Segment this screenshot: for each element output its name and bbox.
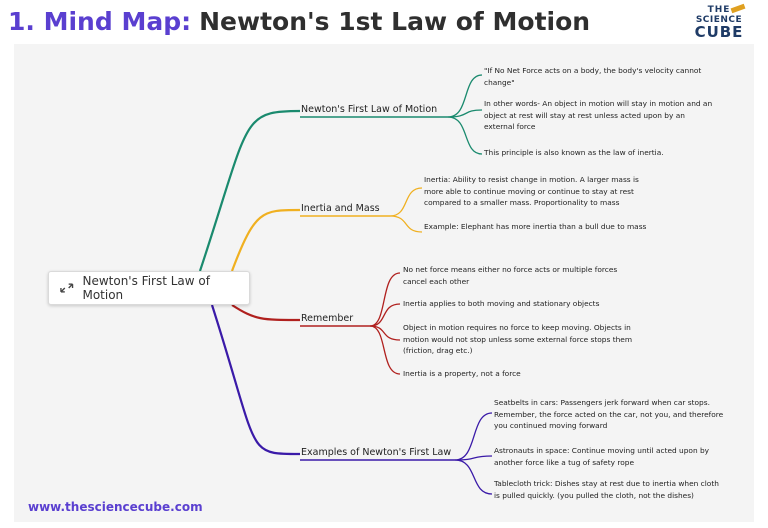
- link-b3-leaf-3: [369, 325, 401, 341]
- page-header: 1. Mind Map: Newton's 1st Law of Motion: [8, 4, 590, 38]
- leaf-b3-2: Inertia applies to both moving and stati…: [403, 299, 600, 308]
- link-b2-leaf-2: [389, 215, 423, 233]
- link-b3-leaf-2: [369, 303, 401, 327]
- link-b4-leaf-1: [454, 412, 493, 461]
- leaf-b3-3: Object in motion requires no force to ke…: [403, 323, 633, 355]
- link-b3-leaf-1: [369, 272, 401, 327]
- science-cube-logo: THE SCIENCE CUBE: [690, 3, 748, 41]
- link-b1-leaf-3: [447, 116, 483, 155]
- link-b1-leaf-2: [447, 109, 483, 118]
- link-root-branch-2: [230, 208, 301, 272]
- branch-remember[interactable]: Remember: [301, 313, 354, 324]
- header-prefix: 1. Mind Map:: [8, 6, 192, 36]
- branch-examples[interactable]: Examples of Newton's First Law: [301, 447, 452, 458]
- website-link[interactable]: www.thesciencecube.com: [28, 500, 203, 514]
- leaf-b1-2: In other words- An object in motion will…: [484, 99, 713, 131]
- logo-line-the: THE: [707, 5, 731, 15]
- root-node[interactable]: Newton's First Law of Motion: [48, 271, 250, 305]
- page-title: Newton's 1st Law of Motion: [199, 6, 591, 36]
- leaf-b1-1: "If No Net Force acts on a body, the bod…: [484, 66, 702, 87]
- leaf-b2-2: Example: Elephant has more inertia than …: [424, 222, 647, 231]
- leaf-b4-1: Seatbelts in cars: Passengers jerk forwa…: [494, 398, 724, 430]
- leaf-b2-1: Inertia: Ability to resist change in mot…: [424, 175, 639, 207]
- leaf-b4-2: Astronauts in space: Continue moving unt…: [494, 446, 710, 467]
- link-root-branch-1: [198, 109, 301, 272]
- leaf-b3-4: Inertia is a property, not a force: [403, 369, 521, 378]
- root-node-label: Newton's First Law of Motion: [82, 274, 210, 302]
- branch-inertia-and-mass[interactable]: Inertia and Mass: [301, 203, 380, 214]
- link-b3-leaf-4: [369, 325, 401, 375]
- link-root-branch-3: [231, 304, 301, 322]
- leaf-b1-3: This principle is also known as the law …: [484, 148, 664, 157]
- link-root-branch-4: [210, 304, 301, 456]
- link-b1-leaf-1: [447, 74, 483, 118]
- branch-newtons-first-law[interactable]: Newton's First Law of Motion: [301, 104, 438, 115]
- leaf-b3-1: No net force means either no force acts …: [403, 265, 618, 286]
- collapse-arrows-icon[interactable]: [59, 282, 74, 294]
- link-b2-leaf-1: [389, 187, 423, 217]
- logo-line-cube: CUBE: [694, 23, 744, 41]
- logo-line-science: SCIENCE: [695, 15, 743, 25]
- leaf-b4-3: Tablecloth trick: Dishes stay at rest du…: [494, 479, 719, 500]
- link-b4-leaf-2: [454, 455, 493, 461]
- link-b4-leaf-3: [454, 459, 493, 495]
